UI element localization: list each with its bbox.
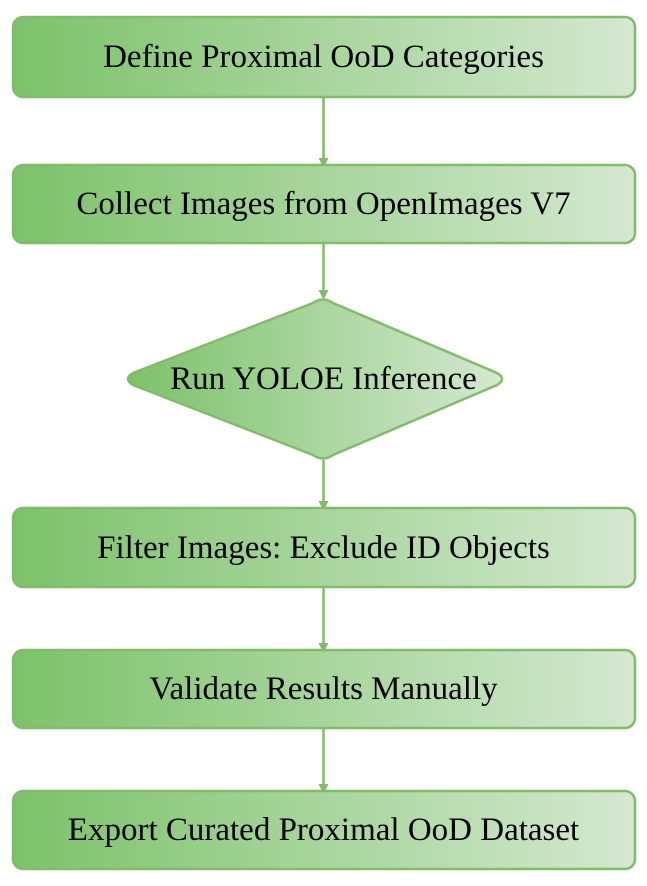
step-collect-images: Collect Images from OpenImages V7 (11, 163, 637, 245)
step-box (11, 789, 637, 871)
step-label: Collect Images from OpenImages V7 (76, 186, 570, 222)
step-define-categories: Define Proximal OoD Categories (11, 15, 637, 99)
step-box (11, 163, 637, 245)
step-label: Validate Results Manually (149, 671, 498, 707)
step-box (11, 648, 637, 730)
step-label: Run YOLOE Inference (170, 361, 477, 397)
step-label: Export Curated Proximal OoD Dataset (68, 812, 579, 848)
decision-diamond (126, 298, 504, 460)
step-label: Define Proximal OoD Categories (103, 39, 544, 75)
step-box (11, 506, 637, 589)
step-box (11, 15, 637, 99)
step-validate-results: Validate Results Manually (11, 648, 637, 730)
step-filter-images: Filter Images: Exclude ID Objects (11, 506, 637, 589)
step-export-dataset: Export Curated Proximal OoD Dataset (11, 789, 637, 871)
step-label: Filter Images: Exclude ID Objects (97, 530, 550, 566)
step-run-inference: Run YOLOE Inference (126, 298, 504, 460)
